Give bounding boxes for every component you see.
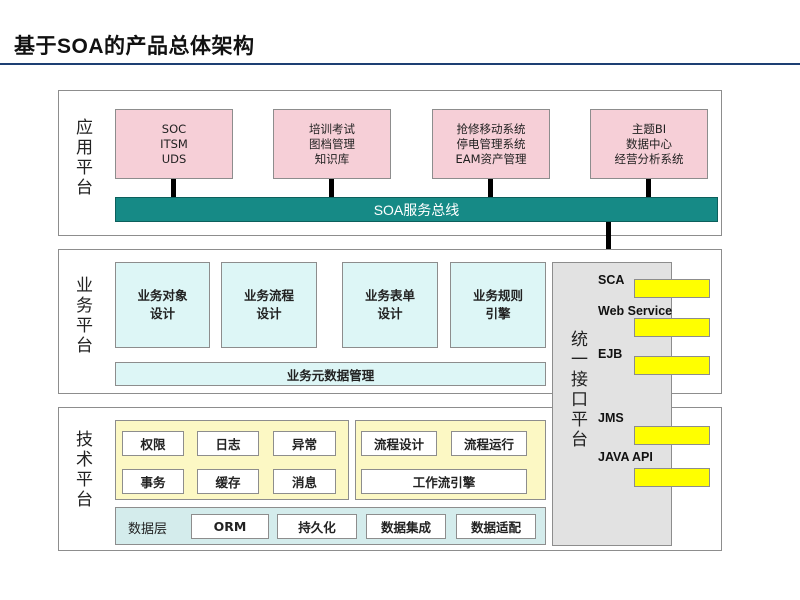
java-api-tab[interactable]: [634, 468, 710, 487]
connector-line: [488, 179, 493, 197]
business-metadata-management[interactable]: 业务元数据管理: [115, 362, 546, 386]
process-design-box[interactable]: 流程设计: [361, 431, 437, 456]
ejb-label: EJB: [598, 347, 623, 361]
exception-box[interactable]: 异常: [273, 431, 336, 456]
tech-platform-label: 技术平台: [72, 430, 92, 510]
app-box-bi[interactable]: 主题BI 数据中心 经营分析系统: [590, 109, 708, 179]
sca-tab[interactable]: [634, 279, 710, 298]
connector-line: [171, 179, 176, 197]
app-platform-label: 应用平台: [72, 118, 92, 198]
unified-interface-label: 统一接口平台: [567, 330, 587, 450]
business-platform-label: 业务平台: [72, 276, 92, 356]
java-api-label: JAVA API: [598, 450, 653, 464]
connector-line: [646, 179, 651, 197]
workflow-engine-box[interactable]: 工作流引擎: [361, 469, 527, 494]
app-box-soc[interactable]: SOC ITSM UDS: [115, 109, 233, 179]
cache-box[interactable]: 缓存: [197, 469, 259, 494]
business-object-design[interactable]: 业务对象 设计: [115, 262, 210, 348]
page-title: 基于SOA的产品总体架构: [14, 35, 255, 58]
data-integration-box[interactable]: 数据集成: [366, 514, 446, 539]
title-divider: [0, 63, 800, 65]
log-box[interactable]: 日志: [197, 431, 259, 456]
orm-box[interactable]: ORM: [191, 514, 269, 539]
web-service-tab[interactable]: [634, 318, 710, 337]
sca-label: SCA: [598, 273, 625, 287]
app-box-training[interactable]: 培训考试 图档管理 知识库: [273, 109, 391, 179]
bus-to-interface-connector: [606, 222, 611, 262]
business-form-design[interactable]: 业务表单 设计: [342, 262, 438, 348]
app-box-repair[interactable]: 抢修移动系统 停电管理系统 EAM资产管理: [432, 109, 550, 179]
persistence-box[interactable]: 持久化: [277, 514, 357, 539]
transaction-box[interactable]: 事务: [122, 469, 184, 494]
jms-tab[interactable]: [634, 426, 710, 445]
data-adapter-box[interactable]: 数据适配: [456, 514, 536, 539]
process-run-box[interactable]: 流程运行: [451, 431, 527, 456]
jms-label: JMS: [598, 411, 624, 425]
ejb-tab[interactable]: [634, 356, 710, 375]
soa-service-bus[interactable]: SOA服务总线: [115, 197, 718, 222]
unified-interface-panel: [552, 262, 672, 546]
connector-line: [329, 179, 334, 197]
business-process-design[interactable]: 业务流程 设计: [221, 262, 317, 348]
business-rule-engine[interactable]: 业务规则 引擎: [450, 262, 546, 348]
permission-box[interactable]: 权限: [122, 431, 184, 456]
message-box[interactable]: 消息: [273, 469, 336, 494]
data-layer-label: 数据层: [128, 522, 168, 537]
web-service-label: Web Service: [598, 304, 673, 318]
